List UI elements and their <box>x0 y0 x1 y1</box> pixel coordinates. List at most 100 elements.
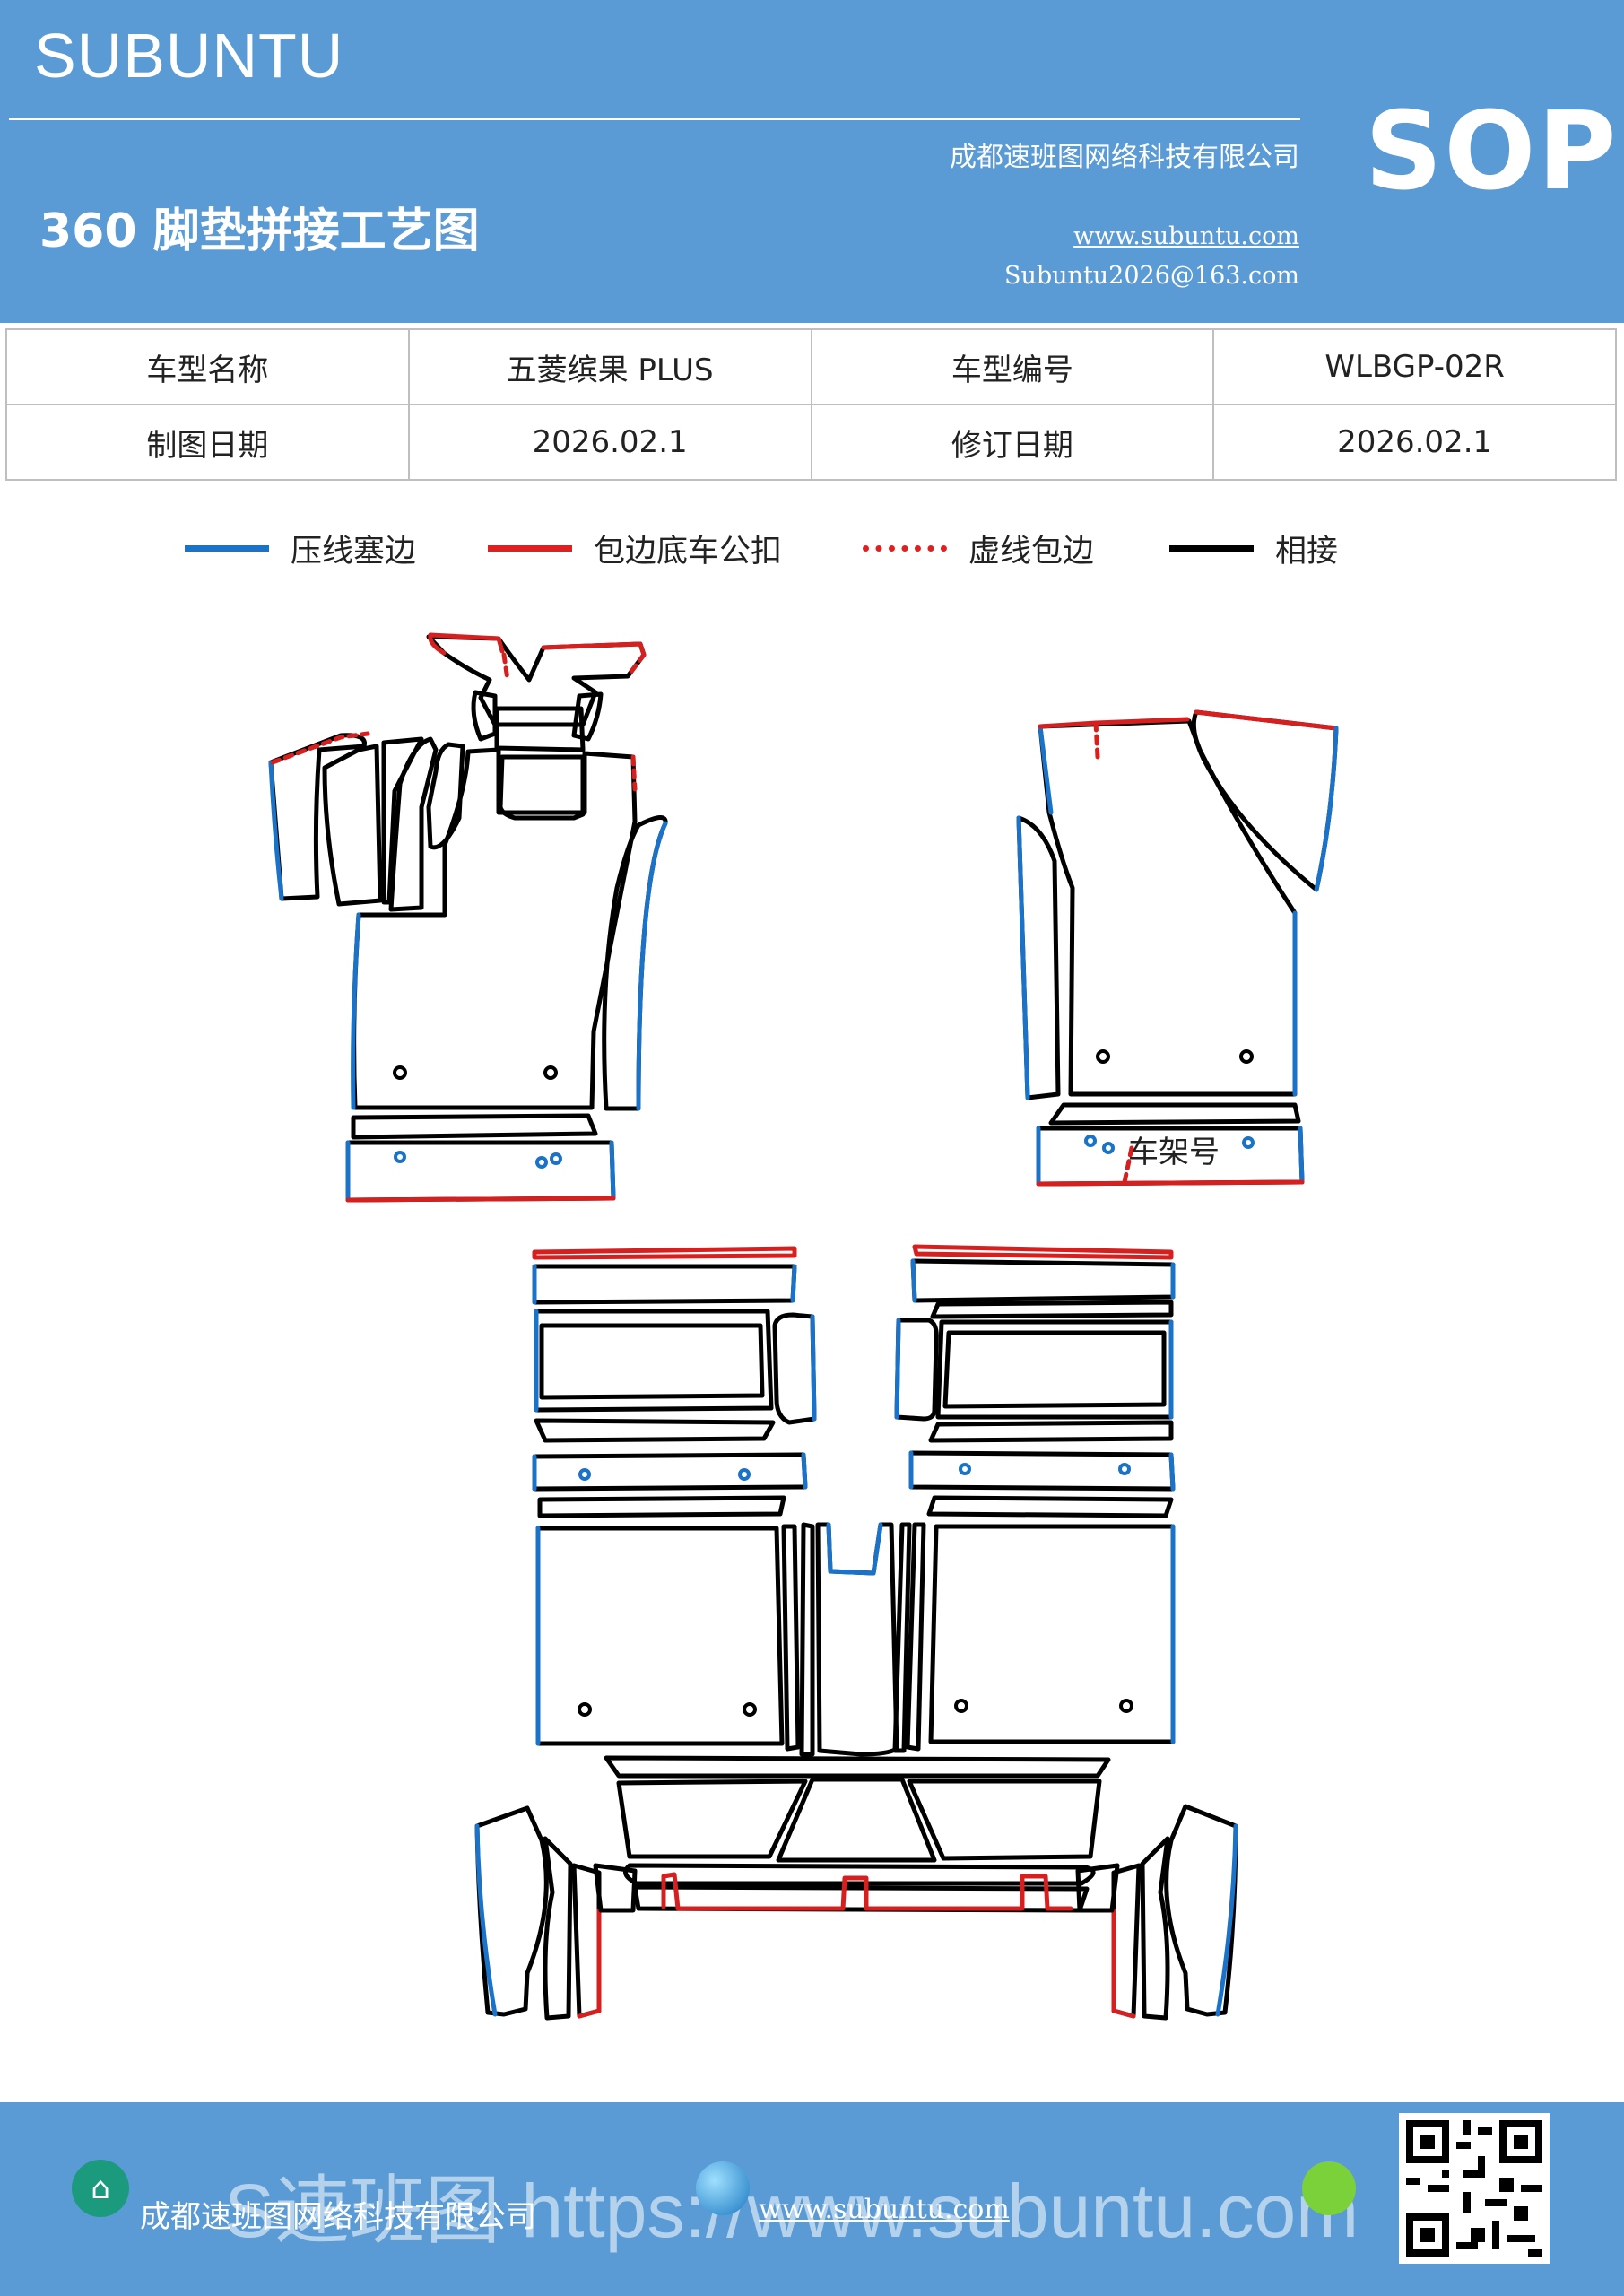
rear-left-arch-blue <box>474 1823 498 2017</box>
legend-swatch-red <box>488 544 572 552</box>
front-left-mat-dotted-edge <box>630 754 638 792</box>
rear-left-tunnel-strip <box>781 1524 801 1752</box>
rear-right-bar-blue <box>910 1258 1176 1303</box>
rear-lower-right-panel <box>907 1779 1102 1861</box>
rear-right-seat-inner <box>942 1330 1167 1409</box>
legend-label: 压线塞边 <box>291 533 417 570</box>
footer-website-link[interactable]: www.subuntu.com <box>759 2194 1010 2225</box>
front-right-main-mat <box>1038 718 1298 1097</box>
floor-mat-diagram: 车架号 <box>268 632 1339 2021</box>
rear-right-arch <box>1164 1804 1238 2017</box>
rear-right-small-tab <box>1075 1863 1120 1913</box>
clip-hole <box>543 1065 558 1080</box>
legend-item: 虚线包边 <box>863 526 1094 570</box>
side-strip <box>322 744 383 907</box>
qr-code[interactable] <box>1399 2113 1550 2264</box>
rear-right-arch-strip <box>1140 1836 1170 2021</box>
rear-right-arch-red <box>1111 1908 1136 2019</box>
front-right-blue-edge <box>1038 724 1298 1097</box>
rear-right-arch-strip <box>1111 1863 1142 2019</box>
front-right-sill-blue <box>1016 815 1030 1100</box>
clip-hole <box>394 1151 406 1163</box>
rear-right-mat-group <box>892 1244 1176 1753</box>
clip-hole <box>959 1463 971 1475</box>
legend-item: 包边底车公扣 <box>488 526 782 570</box>
clip-hole <box>535 1156 548 1169</box>
legend-item: 压线塞边 <box>185 526 416 570</box>
front-right-lower-dotted <box>1122 1145 1134 1185</box>
front-right-lower-bar-blue <box>1036 1126 1305 1187</box>
front-left-lower-bar-blue <box>345 1140 616 1203</box>
table-cell: 修订日期 <box>810 404 1215 481</box>
front-left-lower-bar <box>345 1140 616 1203</box>
rear-left-plate <box>532 1452 808 1492</box>
tunnel-insert <box>498 754 586 821</box>
front-left-mat-group <box>268 632 668 1203</box>
rear-left-arch-red <box>577 1908 602 2019</box>
rear-left-arch-strip <box>543 1836 573 2021</box>
legend-swatch-red-dotted <box>863 544 947 552</box>
center-tunnel-group <box>815 1522 899 1757</box>
rear-right-tunnel-strip <box>892 1522 912 1753</box>
center-insert <box>494 706 586 752</box>
rear-left-mat-group <box>532 1246 817 1757</box>
table-cell: 五菱缤果 PLUS <box>407 328 812 405</box>
front-right-mat-group: 车架号 <box>1016 709 1339 1187</box>
rear-lower-top-strip <box>604 1755 1111 1779</box>
company-name: 成都速班图网络科技有限公司 <box>950 142 1299 173</box>
rear-right-arch-blue <box>1215 1823 1238 2017</box>
clip-hole <box>550 1152 562 1165</box>
legend-item: 相接 <box>1169 526 1338 570</box>
rear-right-top-strip <box>912 1244 1174 1260</box>
table-cell: 制图日期 <box>5 404 410 481</box>
rear-right-plate <box>908 1450 1176 1492</box>
clip-hole <box>1119 1699 1133 1713</box>
globe-icon <box>696 2161 750 2215</box>
side-strip <box>381 736 424 905</box>
legend: 压线塞边 包边底车公扣 虚线包边 相接 <box>0 526 1624 570</box>
door-strip-dotted-edge <box>270 731 370 765</box>
rear-lower-center-trapezoid <box>776 1777 937 1863</box>
clip-hole <box>578 1702 592 1717</box>
clip-hole <box>578 1468 591 1481</box>
rear-right-heel <box>928 1420 1174 1443</box>
table-row: 车型名称 五菱缤果 PLUS 车型编号 WLBGP-02R <box>5 328 1617 405</box>
rear-lower-red-edge <box>661 1872 1073 1911</box>
clip-hole <box>743 1702 757 1717</box>
footer-company: 成都速班图网络科技有限公司 <box>140 2199 536 2235</box>
top-bracket-red-edge <box>541 641 647 657</box>
footer-watermark: S速班图 https://www.subuntu.com <box>224 2169 1359 2253</box>
top-bracket-piece <box>426 634 647 727</box>
website-link[interactable]: www.subuntu.com <box>1073 222 1299 250</box>
clip-hole <box>1118 1463 1131 1475</box>
door-sill-blue-edge <box>636 821 668 1111</box>
clip-hole <box>393 1065 407 1080</box>
rear-lower-mat-group <box>474 1755 1238 2021</box>
rear-left-top-strip <box>532 1246 797 1260</box>
rear-right-plate-blue <box>908 1450 1176 1492</box>
top-bracket-dotted-edge <box>501 652 647 683</box>
sop-badge: SOP <box>1365 90 1619 214</box>
front-right-door-strip-red <box>1194 709 1339 731</box>
rear-right-side-tab-blue <box>894 1318 901 1420</box>
rear-left-slim-bar <box>537 1495 786 1518</box>
vehicle-info-table: 车型名称 五菱缤果 PLUS 车型编号 WLBGP-02R 制图日期 2026.… <box>5 328 1617 481</box>
table-cell: 2026.02.1 <box>1212 404 1617 481</box>
rear-right-side-tab <box>894 1318 939 1422</box>
clip-hole <box>954 1699 968 1713</box>
door-strip-blue-edge <box>268 760 284 901</box>
clip-hole <box>1096 1049 1110 1064</box>
front-right-heel-bar <box>1048 1102 1301 1126</box>
clip-hole <box>1084 1135 1097 1147</box>
front-right-lower-bar-red <box>1036 1179 1305 1187</box>
side-strip <box>426 742 465 850</box>
legend-label: 包边底车公扣 <box>594 533 783 570</box>
frame-number-label: 车架号 <box>1128 1135 1220 1170</box>
small-side-tab <box>571 691 604 742</box>
wechat-icon <box>1302 2161 1356 2215</box>
clip-hole <box>738 1468 751 1481</box>
front-right-dotted-edge <box>1093 720 1100 760</box>
rear-lower-left-panel <box>616 1779 808 1859</box>
house-icon: ⌂ <box>72 2160 129 2217</box>
document-title: 360 脚垫拼接工艺图 <box>39 204 480 258</box>
